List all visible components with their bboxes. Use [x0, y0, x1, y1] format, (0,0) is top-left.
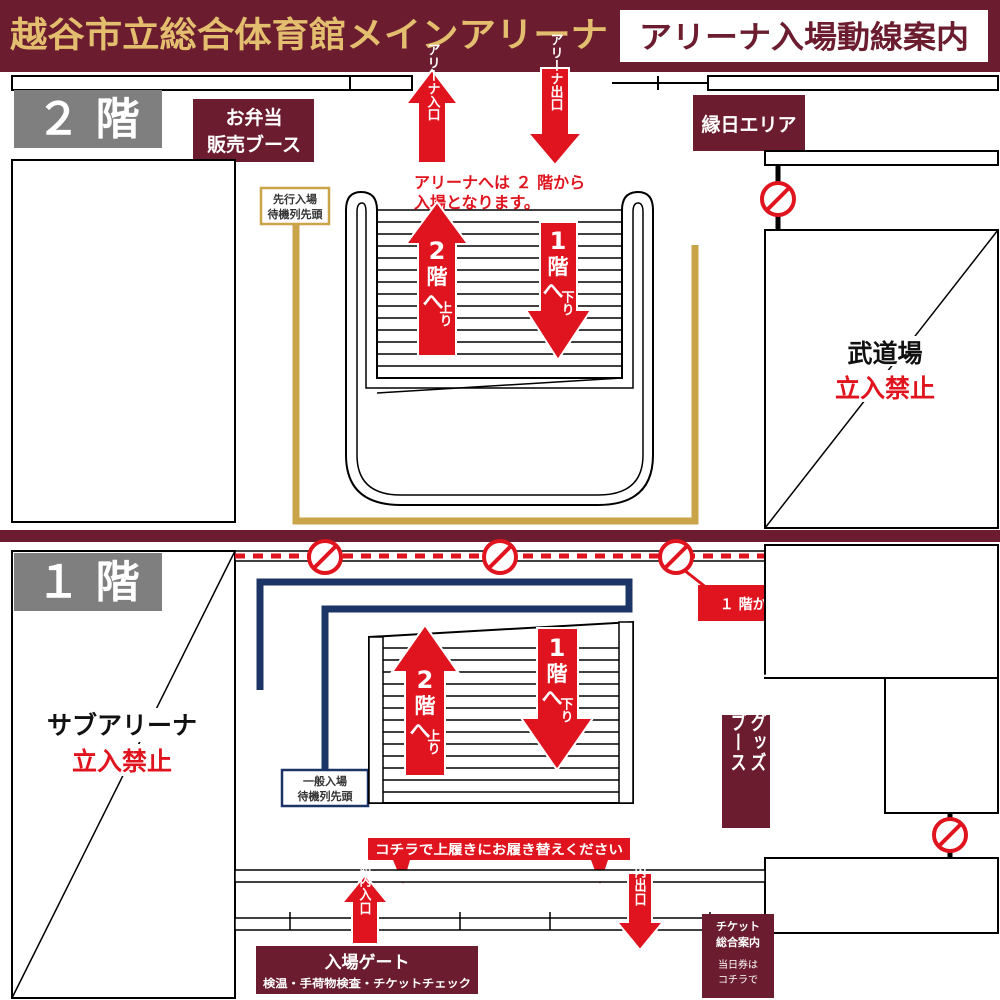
goods-booth	[722, 715, 770, 828]
floor2-label-box	[14, 90, 162, 148]
general-queue-box	[280, 768, 370, 808]
floor1-down-kai: 階	[547, 662, 568, 686]
floor1-down-arrow: 1 階 へ 下り	[519, 627, 595, 772]
hall-exit-label: 館内出口	[633, 848, 647, 906]
budokan-name: 武道場	[847, 339, 922, 368]
corridor-wall-upper	[234, 869, 766, 883]
bento-booth-line1: お弁当	[225, 106, 282, 129]
entry-gate-desc: 検温・手荷物検査・チケットチェック	[263, 976, 471, 990]
shoe-notice-box	[368, 838, 630, 860]
general-queue-line	[256, 578, 633, 780]
floor1-up-dir: 上り	[425, 729, 441, 755]
floor2-up-he: へ	[423, 290, 444, 314]
sub-arena-status: 立入禁止	[72, 747, 172, 776]
floor2-stairs	[345, 190, 654, 506]
floor1-up-num: 2	[417, 666, 434, 694]
ticket-info-line4: コチラで	[718, 974, 758, 986]
goods-booth-line1: 応援グッズ	[748, 671, 767, 772]
priority-queue-line2: 待機列先頭	[267, 207, 324, 221]
ticket-info-line3: 当日券は	[718, 958, 758, 971]
floor2-notice-line1: アリーナへは ２ 階から	[414, 173, 585, 192]
wall-right-upper	[764, 150, 999, 166]
ticket-info-box	[702, 914, 774, 998]
no-entry-icon	[658, 539, 694, 575]
guide-title-box	[620, 10, 988, 62]
floor2-down-he: へ	[543, 279, 564, 303]
shoe-notice: コチラで上履きにお履き替えください	[375, 842, 623, 858]
no-entry-icon	[760, 181, 796, 217]
no-entry-icon	[482, 539, 518, 575]
floor1-right-room-mid	[884, 677, 999, 814]
arena-entrance-label: アリーナ入口	[425, 43, 441, 121]
priority-queue-line	[292, 224, 699, 525]
floor1-down-dir: 下り	[558, 697, 574, 723]
ticket-info-line1: チケット	[716, 920, 760, 933]
floor1-up-arrow: 2 階 へ 上り	[390, 623, 460, 777]
budokan-status: 立入禁止	[835, 374, 935, 403]
entry-gate-name: 入場ゲート	[325, 952, 410, 973]
hall-entrance-arrow: 館内入口	[339, 857, 391, 945]
ennichi-area-label: 縁日エリア	[701, 113, 796, 136]
floor2-up-kai: 階	[427, 265, 448, 289]
floor2-left-room	[11, 159, 236, 523]
wall-top-right	[707, 75, 999, 91]
floor2-up-arrow: 2 階 へ 上り	[404, 200, 470, 357]
floor2-down-num: 1	[550, 227, 567, 255]
arena-exit-arrow: アリーナ出口	[525, 33, 585, 167]
floor2-up-num: 2	[429, 237, 446, 265]
priority-queue-line1: 先行入場	[273, 192, 317, 206]
floor1-down-he: へ	[542, 686, 563, 710]
bento-booth	[193, 99, 314, 162]
priority-queue-box	[259, 186, 331, 226]
floor2-down-dir: 下り	[559, 290, 575, 316]
floor1-right-room-lower	[764, 857, 999, 934]
floor2-down-kai: 階	[548, 255, 569, 279]
corridor-wall-lower	[234, 917, 766, 931]
floor2-up-dir: 上り	[437, 301, 453, 327]
ennichi-area	[693, 95, 805, 151]
floor1-up-he: へ	[410, 719, 431, 743]
floor1-right-room-upper	[764, 544, 999, 679]
goods-booth-line2: 販売ブース	[728, 672, 747, 772]
floor1-down-num: 1	[549, 634, 566, 662]
arena-exit-label: アリーナ出口	[548, 33, 563, 111]
floor2-section: ２ 階 お弁当 販売ブース 縁日エリア 武道場 立入禁止 先行入場 待機列先頭	[11, 33, 999, 529]
floor2-label: ２ 階	[36, 94, 139, 145]
arena-entrance-arrow: アリーナ入口	[403, 43, 461, 164]
ticket-info-line2: 総合案内	[716, 935, 760, 949]
floor2-down-arrow: 1 階 へ 下り	[524, 221, 593, 362]
no-entry-icon	[307, 539, 343, 575]
floor2-notice-line2: 入場となります。	[414, 193, 540, 212]
hall-exit-arrow: 館内出口	[614, 848, 666, 952]
hall-entrance-label: 館内入口	[358, 857, 372, 915]
entry-gate	[256, 946, 478, 994]
no-entry-icon	[932, 817, 968, 853]
floor1-up-kai: 階	[415, 694, 436, 718]
guide-title: アリーナ入場動線案内	[639, 20, 969, 56]
sub-arena-name: サブアリーナ	[47, 711, 197, 740]
general-queue-line1: 一般入場	[303, 774, 347, 788]
floor-divider	[0, 530, 1000, 542]
floor1-section: １ 階 １ 階 サブアリーナ 立入禁止 １ 階からのアリーナ入場はできません。 …	[11, 539, 999, 999]
floor1-label-overlay: １ 階	[36, 557, 139, 608]
venue-title: 越谷市立総合体育館メインアリーナ	[10, 15, 608, 56]
general-queue-line2: 待機列先頭	[297, 789, 354, 803]
bento-booth-line2: 販売ブース	[207, 133, 301, 156]
wall-top-left	[11, 75, 413, 91]
